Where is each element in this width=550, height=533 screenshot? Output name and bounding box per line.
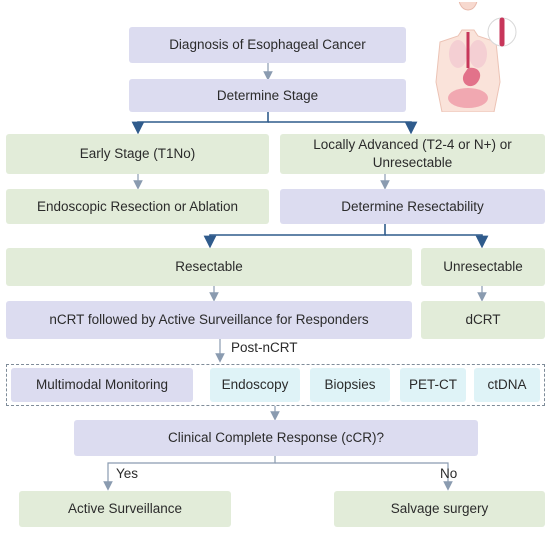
monitoring-group (6, 364, 545, 406)
endoscopy-box: Endoscopy (210, 368, 300, 402)
biopsies-box: Biopsies (310, 368, 390, 402)
ccr-box: Clinical Complete Response (cCR)? (74, 420, 478, 456)
human-anatomy-icon (435, 2, 517, 112)
branch-ccr (103, 456, 276, 491)
unresectable-box: Unresectable (421, 248, 545, 286)
multimodal-box: Multimodal Monitoring (11, 368, 193, 402)
branch-stage (131, 112, 269, 135)
early-stage-box: Early Stage (T1No) (6, 134, 269, 174)
branch-resectability (203, 224, 386, 249)
ncrt-box: nCRT followed by Active Surveillance for… (6, 301, 412, 339)
determine-stage-box: Determine Stage (129, 79, 406, 112)
diagnosis-box: Diagnosis of Esophageal Cancer (129, 27, 406, 63)
no-label: No (440, 466, 458, 481)
active-surveillance-box: Active Surveillance (19, 491, 231, 527)
post-ncrt-label: Post-nCRT (231, 340, 298, 355)
salvage-surgery-box: Salvage surgery (334, 491, 545, 527)
ctdna-box: ctDNA (474, 368, 540, 402)
determine-resectability-box: Determine Resectability (280, 189, 545, 224)
dcrt-box: dCRT (421, 301, 545, 339)
petct-box: PET-CT (400, 368, 466, 402)
yes-label: Yes (116, 466, 139, 481)
resectable-box: Resectable (6, 248, 412, 286)
endoscopic-box: Endoscopic Resection or Ablation (6, 189, 269, 224)
locally-advanced-box: Locally Advanced (T2-4 or N+) or Unresec… (280, 134, 545, 174)
